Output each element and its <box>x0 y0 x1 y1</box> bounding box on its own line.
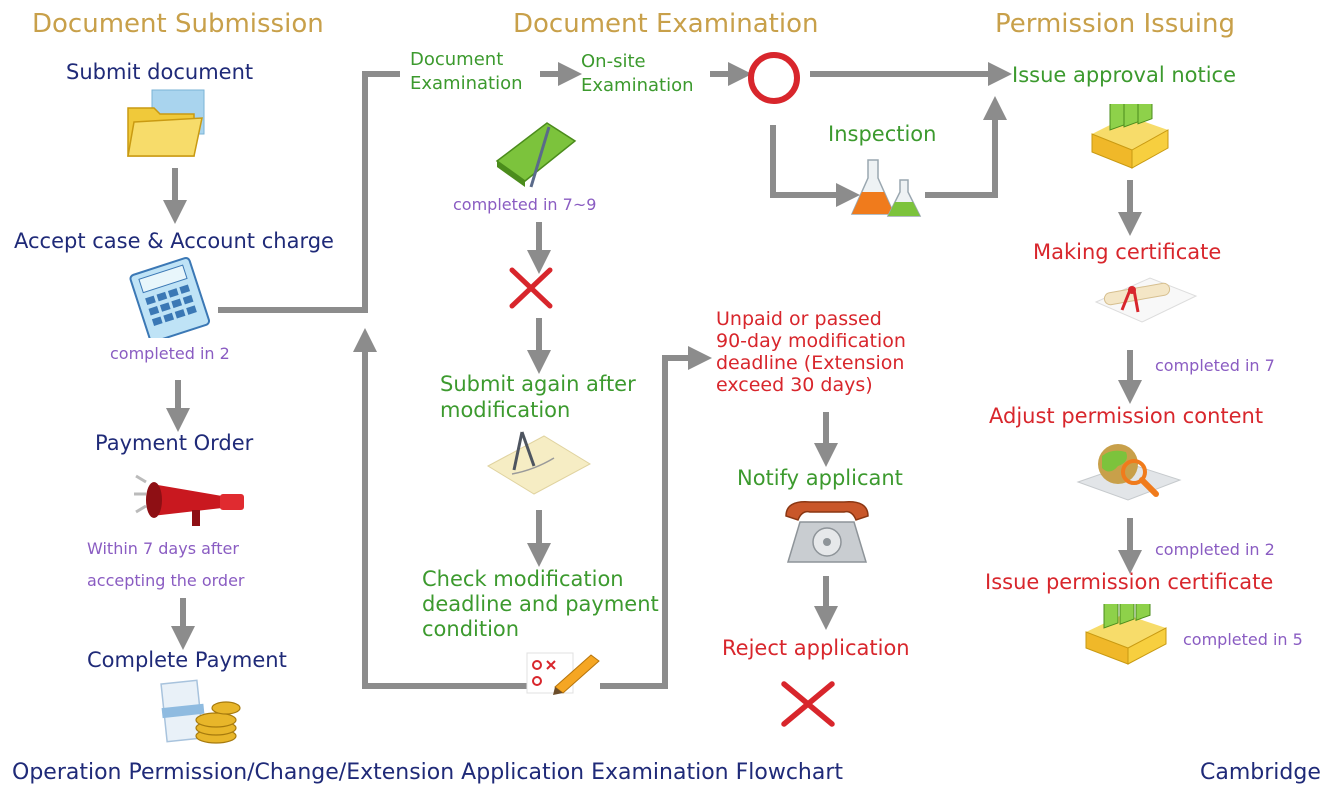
step-making-certificate: Making certificate <box>1033 240 1222 264</box>
compass-icon <box>486 431 592 495</box>
step-doc-exam-line1: Document <box>410 49 504 70</box>
rotary-phone-icon <box>785 501 869 563</box>
step-issue-approval-notice: Issue approval notice <box>1012 63 1237 87</box>
step-submit-again-line1: Submit again after <box>440 372 636 396</box>
file-box-icon <box>1085 604 1167 665</box>
step-submit-again-line2: modification <box>440 398 571 422</box>
step-doc-exam-line2: Examination <box>410 73 523 94</box>
step-inspection: Inspection <box>828 122 937 146</box>
pen-pad-icon <box>495 122 577 188</box>
connector-to-unpaid <box>600 346 712 689</box>
connector-to-exam <box>218 71 400 313</box>
step-notify-applicant: Notify applicant <box>737 466 903 490</box>
header-examination: Document Examination <box>513 9 819 39</box>
connector-inspection-up <box>925 96 1007 198</box>
step-onsite-line2: Examination <box>581 75 694 96</box>
note-completed-7: completed in 7 <box>1155 356 1275 375</box>
payment-icon <box>160 679 241 744</box>
step-check-mod-line1: Check modification <box>422 567 624 591</box>
step-check-mod-line3: condition <box>422 617 520 641</box>
header-issuing: Permission Issuing <box>995 9 1235 39</box>
step-adjust-permission-content: Adjust permission content <box>989 404 1264 428</box>
note-completed-7-9: completed in 7~9 <box>453 195 597 214</box>
calculator-icon <box>129 257 211 338</box>
note-within-days-1: Within 7 days after <box>87 539 239 558</box>
note-within-days-2: accepting the order <box>87 571 245 590</box>
note-completed-2-issuing: completed in 2 <box>1155 540 1275 559</box>
step-issue-permission-certificate: Issue permission certificate <box>985 570 1274 594</box>
step-onsite-line1: On-site <box>581 51 646 72</box>
scroll-certificate-icon <box>1094 277 1198 323</box>
step-unpaid-line3: deadline (Extension <box>716 352 905 374</box>
note-completed-5: completed in 5 <box>1183 630 1303 649</box>
step-check-mod-line2: deadline and payment <box>422 592 659 616</box>
step-accept-case: Accept case & Account charge <box>14 229 334 253</box>
reject-x-icon <box>509 267 553 309</box>
step-unpaid-line4: exceed 30 days) <box>716 374 873 396</box>
reject-x-icon <box>781 681 835 727</box>
brand-name: Cambridge <box>1200 760 1321 785</box>
approval-circle-icon <box>748 52 800 104</box>
connector-loopback <box>353 328 528 689</box>
step-unpaid-line2: 90-day modification <box>716 330 906 352</box>
step-payment-order: Payment Order <box>95 431 254 455</box>
step-reject-application: Reject application <box>722 636 910 660</box>
globe-magnifier-icon <box>1076 444 1182 501</box>
checklist-pencil-icon <box>526 652 600 695</box>
header-submission: Document Submission <box>32 9 324 39</box>
flowchart-title: Operation Permission/Change/Extension Ap… <box>12 760 844 785</box>
step-submit-document: Submit document <box>66 60 254 84</box>
step-unpaid-line1: Unpaid or passed <box>716 308 882 330</box>
step-complete-payment: Complete Payment <box>87 648 287 672</box>
megaphone-icon <box>134 474 244 526</box>
file-box-icon <box>1091 104 1169 169</box>
folder-icon <box>127 89 205 157</box>
connector-inspection <box>770 125 860 207</box>
flasks-icon <box>850 159 922 217</box>
note-completed-2: completed in 2 <box>110 344 230 363</box>
